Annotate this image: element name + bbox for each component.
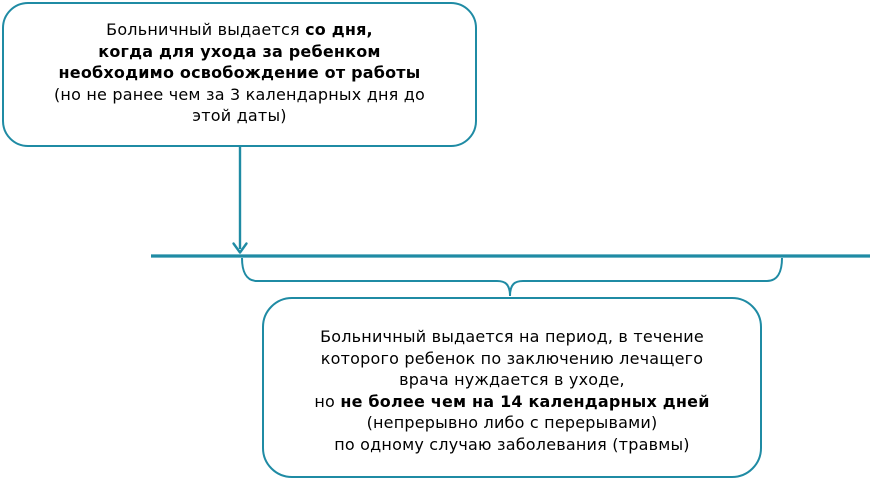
curly-brace-icon <box>241 257 783 297</box>
text-bold: со дня, <box>305 20 373 39</box>
down-arrow-icon <box>232 147 248 254</box>
text-line: (непрерывно либо с перерывами) <box>366 413 658 432</box>
text-line: когда для ухода за ребенком <box>98 41 381 61</box>
text-line: необходимо освобождение от работы <box>58 63 421 82</box>
text-line: (но не ранее чем за 3 календарных дня до <box>53 84 426 104</box>
text-bold: не более чем на 14 календарных дней <box>340 391 710 411</box>
text-regular: но <box>314 391 341 411</box>
text-line: по одному случаю заболевания (травмы) <box>334 434 690 454</box>
text-line: которого ребенок по заключению лечащего <box>320 348 704 368</box>
text-regular: Больничный выдается <box>106 20 306 39</box>
text-line: врача нуждается в уходе, <box>399 370 625 389</box>
text-line: но не более чем на 14 календарных дней <box>264 391 760 413</box>
text-line: Больничный выдается со дня, <box>4 19 475 41</box>
callout-issue-start-day: Больничный выдается со дня, когда для ух… <box>2 2 477 147</box>
callout-issue-period: Больничный выдается на период, в течение… <box>262 297 762 478</box>
text-line: Больничный выдается на период, в течение <box>320 327 704 346</box>
text-line: этой даты) <box>192 106 287 125</box>
